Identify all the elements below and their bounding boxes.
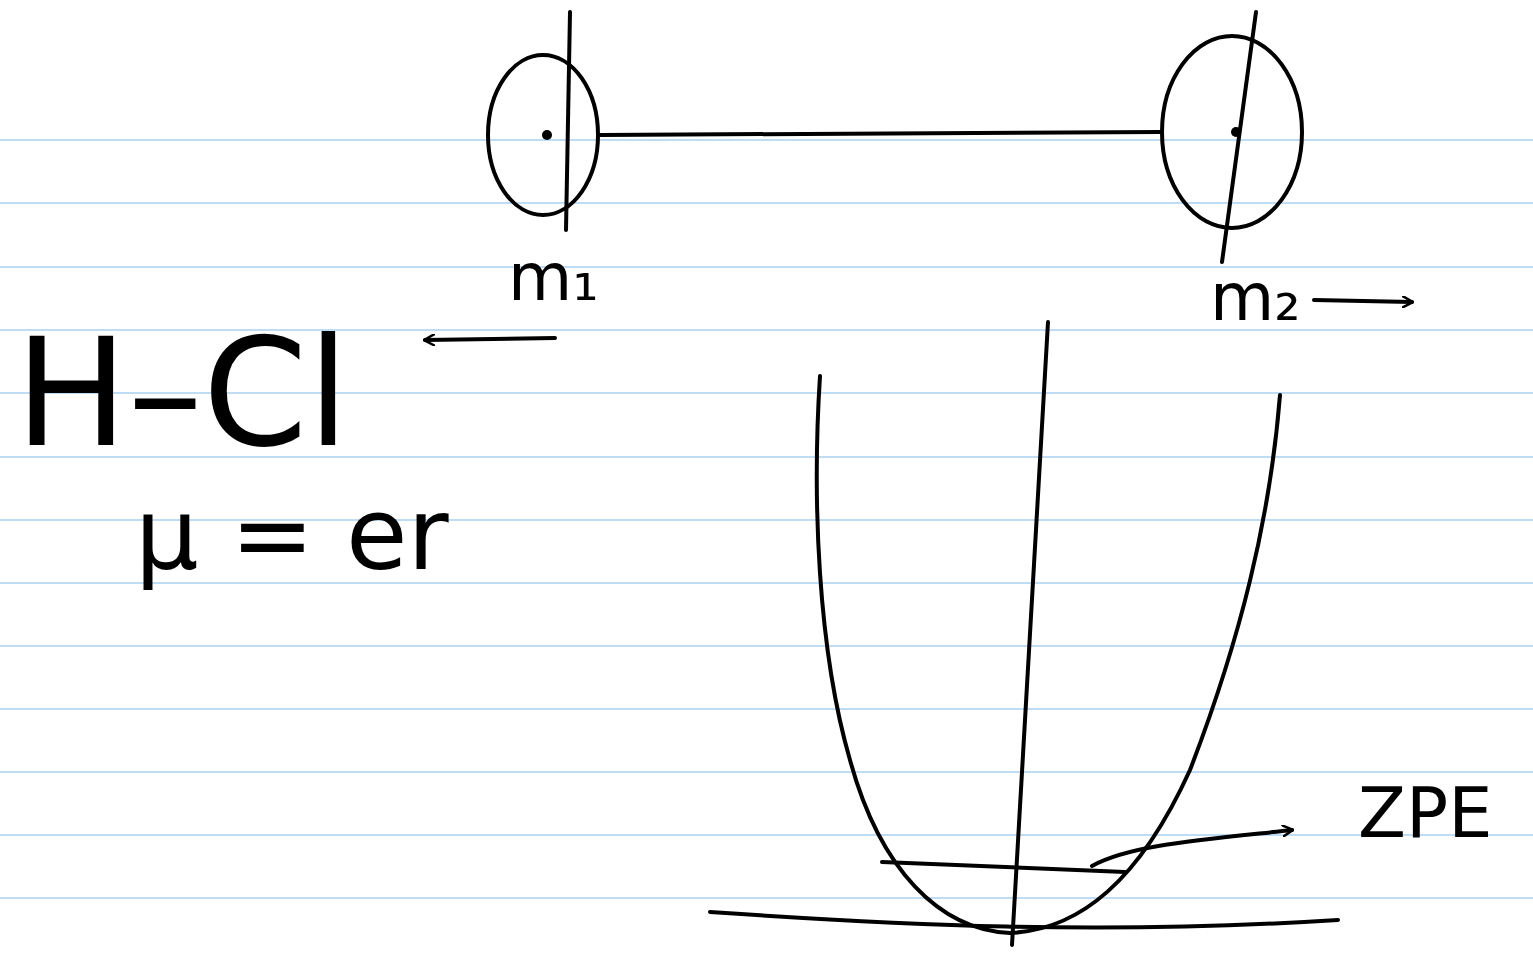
dipole-formula: μ = er: [135, 485, 449, 585]
bond-line: [600, 132, 1160, 135]
molecule-label: H–Cl: [15, 318, 349, 468]
zpe-level: [882, 862, 1125, 872]
atom-axis: [566, 12, 570, 230]
nucleus-dot: [1231, 127, 1241, 137]
energy-axis: [1012, 322, 1048, 945]
ruled-lines: [0, 140, 1533, 898]
displacement-arrow: [425, 338, 555, 340]
mass-label: m₂: [1210, 265, 1301, 331]
potential-well: [817, 376, 1280, 933]
atom-outline: [1160, 34, 1304, 230]
atom-circle-outline: [488, 55, 598, 215]
atom-outline: [486, 53, 600, 217]
nucleus-dot: [542, 130, 552, 140]
leader-arrow: [1092, 830, 1292, 866]
baseline: [710, 912, 1338, 928]
atom-circle: m₁: [486, 53, 600, 217]
atom-circle-outline: [1162, 36, 1302, 228]
atom-circle: m₂: [1160, 34, 1304, 230]
mass-label: m₁: [508, 245, 599, 311]
displacement-arrow: [1314, 300, 1412, 302]
zpe-label: ZPE: [1358, 778, 1492, 848]
